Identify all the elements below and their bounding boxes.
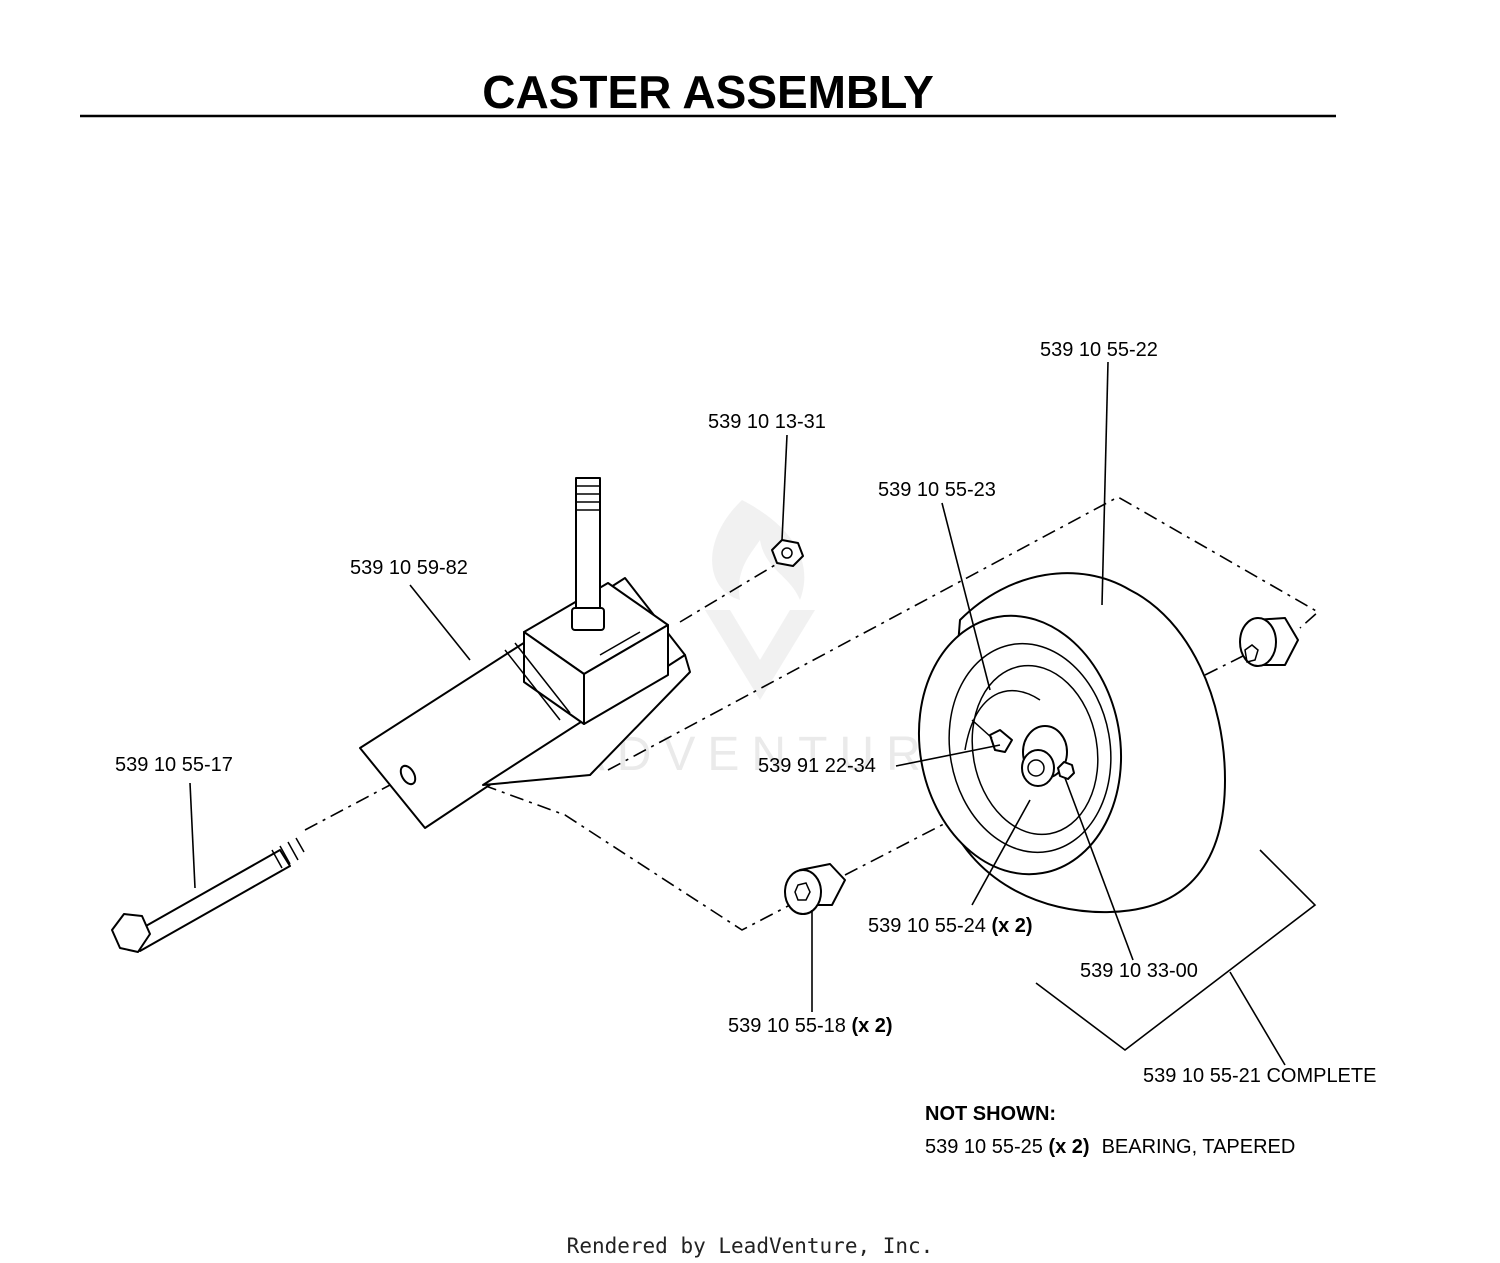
axle-bolt bbox=[111, 837, 305, 953]
label-fork: 539 10 59-82 bbox=[350, 557, 468, 579]
label-complete-assembly: 539 10 55-21 COMPLETE bbox=[1143, 1065, 1376, 1087]
wheel-hub-bearing bbox=[1021, 725, 1068, 787]
set-screw bbox=[1057, 761, 1075, 780]
not-shown-part-number: 539 10 55-25 bbox=[925, 1136, 1043, 1158]
bearing-qty: (x 2) bbox=[991, 915, 1032, 937]
complete-assembly-bracket bbox=[1035, 849, 1317, 1066]
page-title: CASTER ASSEMBLY bbox=[482, 66, 934, 118]
bearing-part-number: 539 10 55-24 bbox=[868, 915, 986, 937]
not-shown-qty: (x 2) bbox=[1048, 1136, 1089, 1158]
label-grease-fitting: 539 91 22-34 bbox=[758, 755, 876, 777]
not-shown-item: 539 10 55-25 (x 2) BEARING, TAPERED bbox=[925, 1136, 1295, 1158]
footer-credit: Rendered by LeadVenture, Inc. bbox=[567, 1234, 934, 1258]
leader-lines bbox=[189, 361, 1134, 1012]
spacer-part-number: 539 10 55-18 bbox=[728, 1015, 846, 1037]
caster-fork bbox=[359, 577, 691, 829]
label-spacer: 539 10 55-18 (x 2) bbox=[728, 1015, 893, 1037]
not-shown-heading: NOT SHOWN: bbox=[925, 1103, 1056, 1125]
not-shown-description: BEARING, TAPERED bbox=[1102, 1136, 1296, 1158]
label-set-screw: 539 10 33-00 bbox=[1080, 960, 1198, 982]
king-pin-stud bbox=[571, 477, 605, 631]
label-rim: 539 10 55-23 bbox=[878, 479, 996, 501]
label-axle-bolt: 539 10 55-17 bbox=[115, 754, 233, 776]
label-top-nut: 539 10 13-31 bbox=[708, 411, 826, 433]
spacer-qty: (x 2) bbox=[851, 1015, 892, 1037]
label-bearing: 539 10 55-24 (x 2) bbox=[868, 915, 1033, 937]
label-tire: 539 10 55-22 bbox=[1040, 339, 1158, 361]
spacer-right bbox=[1239, 617, 1299, 667]
spacer-left bbox=[784, 863, 846, 915]
